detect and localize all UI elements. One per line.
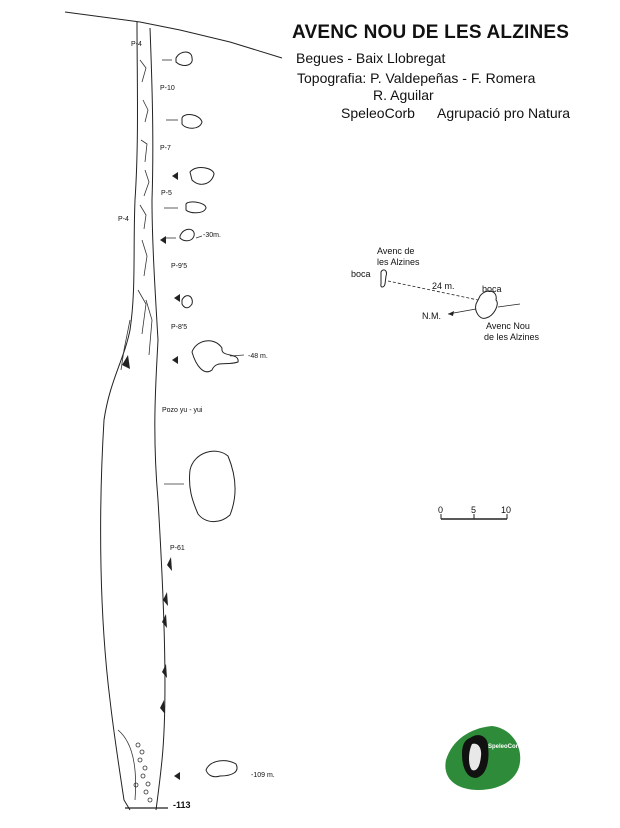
plan-label: les Alzines [377,257,420,267]
pitch-label: P-9'5 [171,263,187,270]
speleocorb-logo: SpeleoCorb [445,726,522,790]
shaft-name: Pozo yu - yui [162,407,203,414]
location-label: Begues - Baix Llobregat [296,50,446,66]
group-pro-natura: Agrupació pro Natura [437,105,571,121]
depth-label: -30m. [203,232,221,239]
pitch-label: P-5 [161,190,172,197]
section-leaders [162,59,245,485]
depth-label: -48 m. [248,353,268,360]
cross-sections [175,51,239,778]
surface-line [64,11,283,59]
group-speleocorb: SpeleoCorb [341,105,415,121]
plan-label: Avenc de [377,246,414,256]
station-markers [160,172,180,780]
depth-label: -109 m. [251,772,275,779]
section-wall-right [149,27,166,811]
plan-label: Avenc Nou [486,321,530,331]
page-title: AVENC NOU DE LES ALZINES [292,22,570,43]
plan-label: de les Alzines [484,332,540,342]
plan-distance-line [387,280,479,301]
bottom-rubble [117,729,153,803]
logo-text: SpeleoCorb [488,744,522,750]
pitch-label: P-7 [160,145,171,152]
scale-bar: 0 5 10 [438,505,511,520]
pitch-label: P-4 [131,41,142,48]
depth-label: -113 [173,800,191,810]
plan-tail [497,303,521,308]
pitch-label: P-10 [160,85,175,92]
pitch-ledges [120,59,153,371]
plan-label: boca [351,269,371,279]
pitch-label: P-8'5 [171,324,187,331]
topography-authors: Topografia: P. Valdepeñas - F. Romera [297,70,536,86]
plan-cave-old [380,269,387,288]
flowstone-marks [122,355,172,714]
scale-tick: 0 [438,505,443,515]
topography-authors-2: R. Aguilar [373,87,434,103]
scale-tick: 5 [471,505,476,515]
plan-cave-new [475,290,498,319]
scale-tick: 10 [501,505,511,515]
section-wall-left [100,21,138,811]
pitch-label: P-4 [118,216,129,223]
plan-label: N.M. [422,311,441,321]
north-arrow-head [448,311,454,316]
plan-label: 24 m. [432,281,455,291]
plan-label: boca [482,284,502,294]
pitch-label: P-61 [170,545,185,552]
